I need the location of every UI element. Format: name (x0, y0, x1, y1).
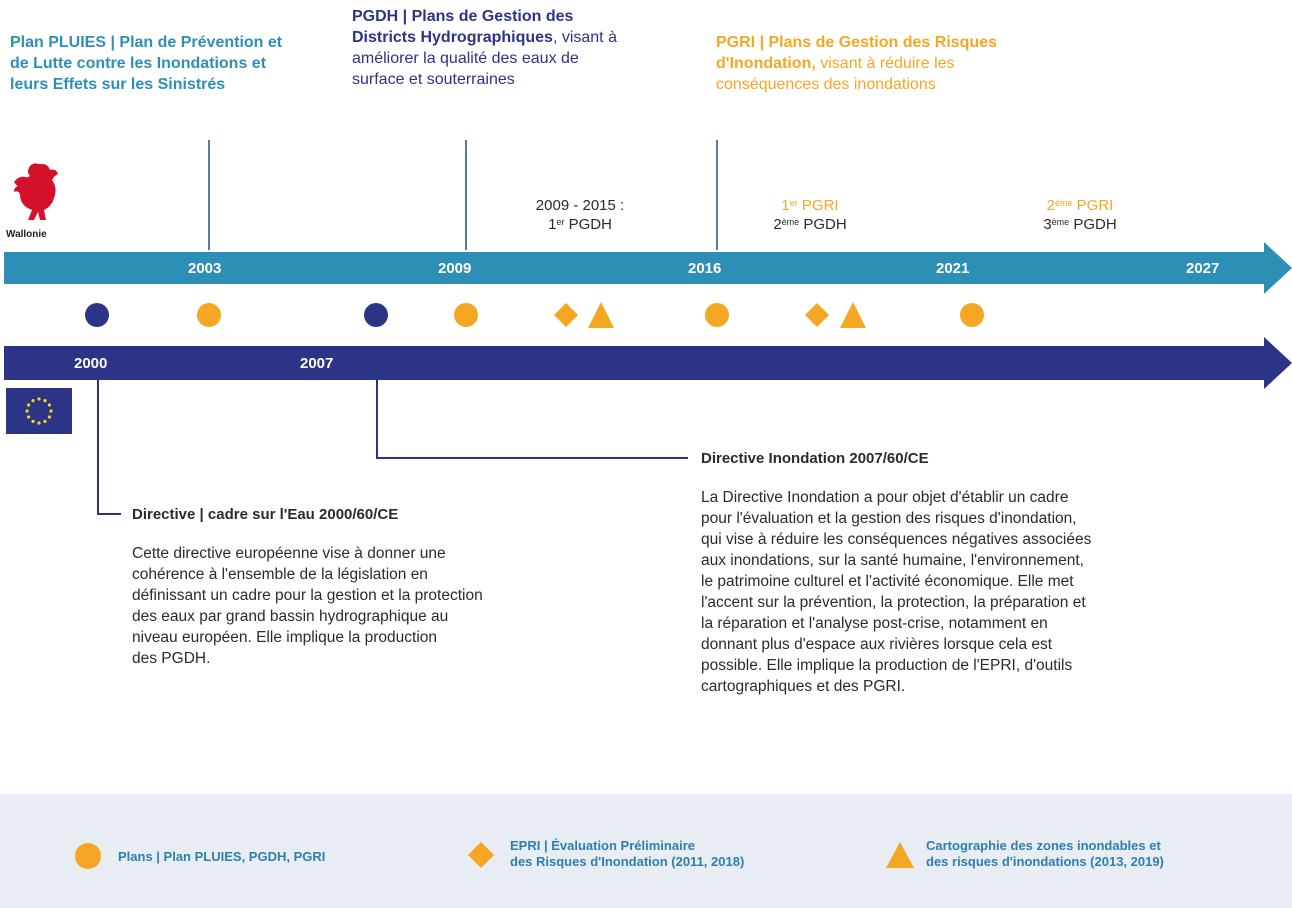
diamond-icon (554, 303, 578, 327)
circle-icon (75, 843, 101, 869)
year-2007: 2007 (300, 355, 334, 372)
pgri2-label: 2ème PGRI (1046, 197, 1114, 214)
year-2027: 2027 (1186, 260, 1220, 277)
directive-eau-title: Directive | cadre sur l'Eau 2000/60/CE (132, 506, 399, 523)
pgri-desc: visant à réduire les conséquences des in… (716, 55, 955, 93)
pgdh-title: PGDH | Plans de Gestion des Districts Hy… (352, 8, 574, 46)
pgri-title: PGRI | Plans de Gestion des Risques d'In… (716, 34, 997, 72)
circle-icon (85, 303, 109, 327)
year-2009: 2009 (438, 260, 472, 277)
legend-plans: Plans | Plan PLUIES, PGDH, PGRI (118, 849, 326, 864)
year-2003: 2003 (188, 260, 222, 277)
markers-row (85, 302, 984, 328)
period-2016: 1er PGRI 2ème PGDH (745, 196, 875, 234)
pgri1-label: 1er PGRI (781, 197, 839, 214)
period-2021: 2ème PGRI 3ème PGDH (1015, 196, 1145, 234)
circle-icon (705, 303, 729, 327)
pgdh2-label: 2ème PGDH (773, 216, 847, 233)
legend: Plans | Plan PLUIES, PGDH, PGRI EPRI | É… (0, 794, 1292, 908)
pgdh-desc: , visant à améliorer la qualité des eaux… (352, 29, 617, 88)
triangle-icon (840, 302, 866, 328)
circle-icon (197, 303, 221, 327)
triangle-icon (886, 842, 914, 868)
diamond-icon (805, 303, 829, 327)
pgdh3-label: 3ème PGDH (1043, 216, 1117, 233)
pluies-title: Plan PLUIES | Plan de Prévention et de L… (10, 34, 283, 93)
period-2009-2015: 2009 - 2015 : 1er PGDH (510, 196, 650, 234)
circle-icon (454, 303, 478, 327)
circle-icon (364, 303, 388, 327)
connector-2003 (208, 140, 210, 250)
pgri-block: PGRI | Plans de Gestion des Risques d'In… (716, 32, 1001, 95)
directive-inondation-title: Directive Inondation 2007/60/CE (701, 450, 929, 467)
year-2000: 2000 (74, 355, 108, 372)
wallonie-logo: Wallonie (6, 160, 76, 242)
triangle-icon (588, 302, 614, 328)
connector-2000-v (97, 380, 99, 514)
year-2021: 2021 (936, 260, 970, 277)
connector-2016 (716, 140, 718, 250)
eu-flag-icon (6, 388, 72, 434)
connector-2007-v (376, 380, 378, 458)
eu-timeline-arrow (4, 337, 1292, 389)
connector-2009 (465, 140, 467, 250)
year-2016: 2016 (688, 260, 722, 277)
legend-epri: EPRI | Évaluation Préliminaire des Risqu… (510, 838, 745, 869)
first-pgdh-label: 1er PGDH (548, 216, 612, 233)
pgdh-block: PGDH | Plans de Gestion des Districts Hy… (352, 6, 622, 90)
wallonia-timeline-arrow (4, 242, 1292, 294)
circle-icon (960, 303, 984, 327)
connector-2000-h (97, 513, 121, 515)
legend-carto: Cartographie des zones inondables et des… (926, 838, 1164, 869)
directive-inondation-body: La Directive Inondation a pour objet d'é… (701, 489, 1092, 695)
diamond-icon (468, 842, 494, 868)
wallonie-label: Wallonie (6, 229, 47, 240)
period-label: 2009 - 2015 : (535, 197, 625, 214)
connector-2007-h (376, 457, 688, 459)
directive-eau-body: Cette directive européenne vise à donner… (132, 545, 483, 667)
rooster-logo-icon (14, 163, 58, 220)
